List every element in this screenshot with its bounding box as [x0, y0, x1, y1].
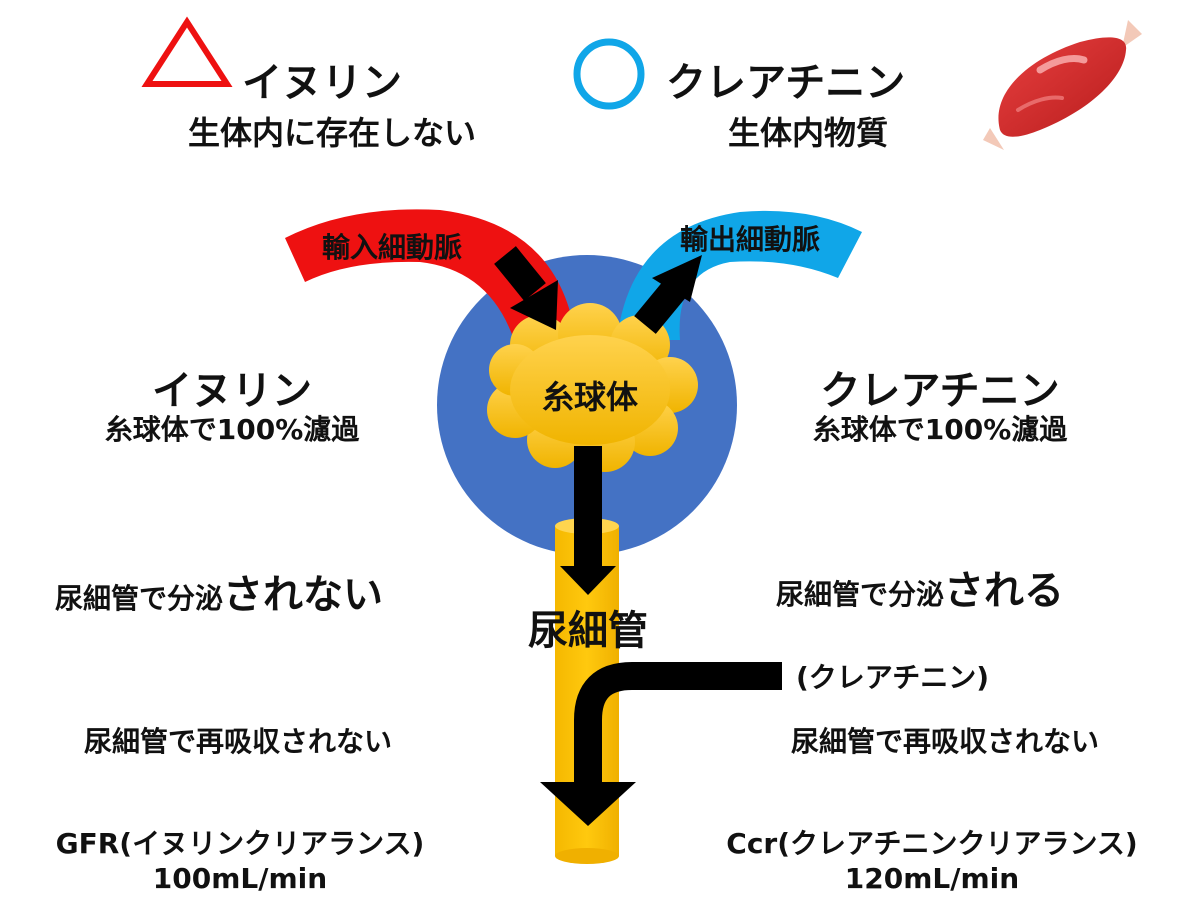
left-clearance-name: GFR(イヌリンクリアランス) — [55, 827, 425, 860]
left-filtration: 糸球体で100%濾過 — [104, 413, 360, 446]
left-secretion-emph: されない — [223, 572, 384, 618]
left-substance-name: イヌリン — [152, 368, 312, 414]
right-reabsorption: 尿細管で再吸収されない — [790, 725, 1100, 758]
triangle-icon — [141, 16, 233, 87]
right-substance-name: クレアチニン — [820, 368, 1060, 414]
efferent-arteriole — [617, 210, 862, 340]
glomerulus-label: 糸球体 — [541, 378, 639, 416]
muscle-icon — [983, 20, 1142, 150]
legend-creatinine-desc: 生体内物質 — [727, 114, 889, 152]
secretion-arrow — [540, 662, 782, 826]
right-secretion-emph: される — [944, 568, 1065, 614]
legend-creatinine-name: クレアチニン — [666, 60, 906, 106]
creatinine-secretion-label: (クレアチニン) — [796, 661, 990, 694]
left-clearance-value: 100mL/min — [152, 862, 328, 895]
tubule-bottom — [555, 848, 619, 864]
left-secretion: 尿細管で分泌されない — [55, 562, 383, 620]
legend-inulin-desc: 生体内に存在しない — [187, 114, 477, 152]
afferent-label: 輸入細動脈 — [322, 231, 463, 264]
right-secretion-prefix: 尿細管で分泌 — [776, 578, 945, 611]
left-secretion-prefix: 尿細管で分泌 — [55, 582, 224, 615]
filtration-arrow — [560, 446, 616, 595]
right-filtration: 糸球体で100%濾過 — [812, 413, 1068, 446]
right-clearance-name: Ccr(クレアチニンクリアランス) — [726, 827, 1138, 860]
afferent-arrow — [494, 246, 558, 330]
efferent-arrow — [634, 255, 702, 334]
legend-inulin-name: イヌリン — [242, 60, 402, 106]
circle-icon — [573, 38, 645, 110]
afferent-arteriole — [285, 209, 576, 340]
right-clearance-value: 120mL/min — [844, 862, 1020, 895]
tubule-label: 尿細管 — [528, 608, 648, 654]
left-reabsorption: 尿細管で再吸収されない — [83, 725, 393, 758]
right-secretion: 尿細管で分泌される — [776, 558, 1064, 616]
efferent-label: 輸出細動脈 — [680, 223, 821, 256]
